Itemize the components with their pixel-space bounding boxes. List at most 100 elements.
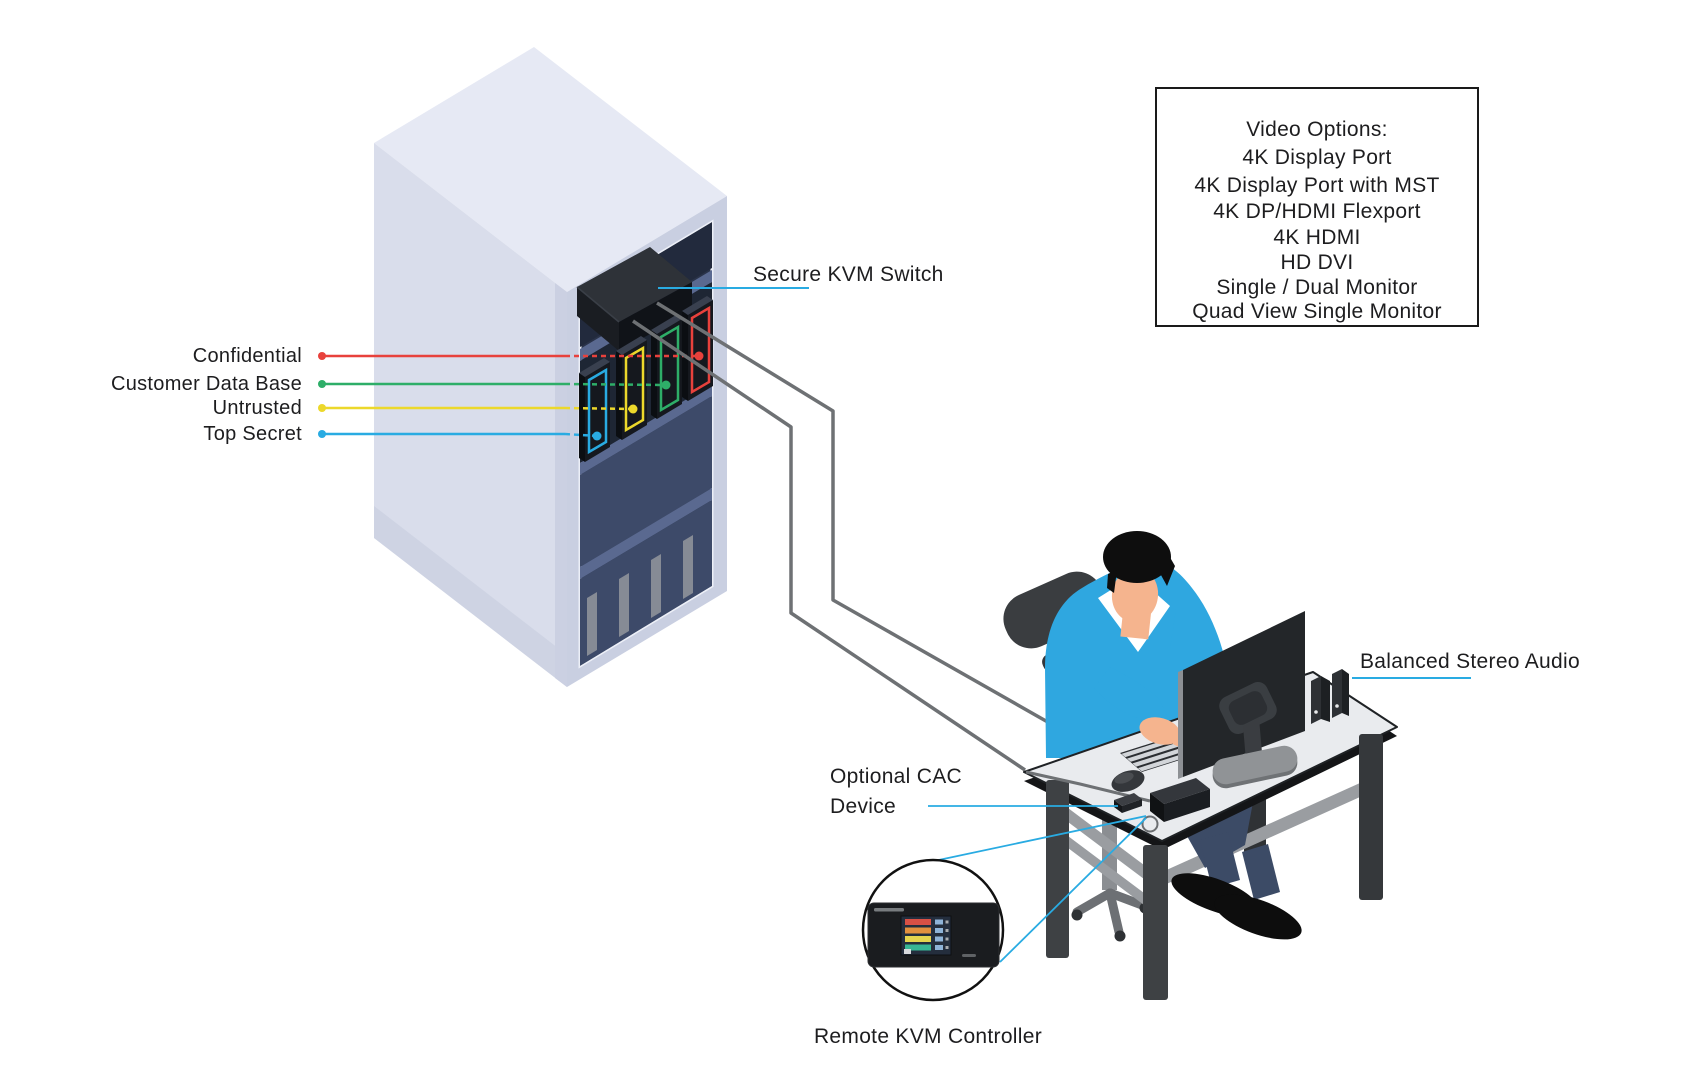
desk-kvm-box-top <box>1150 778 1210 804</box>
controller-chips <box>935 919 943 950</box>
remote-kvm-label: Remote KVM Controller <box>814 1025 1042 1048</box>
controller-home-icon <box>904 949 911 954</box>
port-panel-customer-side <box>651 330 657 419</box>
desk-kvm-box <box>1150 778 1210 822</box>
person-forearm <box>1094 667 1167 724</box>
kvm-switch-top <box>577 247 692 322</box>
person-hair <box>1103 531 1171 583</box>
monitor <box>1178 611 1305 789</box>
chair-wheel <box>1114 930 1126 942</box>
mouse <box>1111 770 1145 792</box>
rack-top-face <box>374 47 727 292</box>
channel-label: Untrusted <box>213 397 302 419</box>
balanced-audio-callout: Balanced Stereo Audio <box>1352 650 1580 679</box>
desk-brace-left-lower <box>1052 824 1148 908</box>
desk-leg-left <box>1046 780 1069 958</box>
port-panel-top-secret-cap <box>579 358 610 377</box>
optional-cac-label-line1: Optional CAC <box>830 765 962 788</box>
rack-unit-b-vents <box>587 535 693 656</box>
cac-card-top <box>1114 793 1142 806</box>
video-option-item: Single / Dual Monitor <box>1216 276 1417 299</box>
kvm-cables <box>632 301 1098 772</box>
optional-cac-label-line2: Device <box>830 795 896 818</box>
video-options-box: Video Options: 4K Display Port 4K Displa… <box>1155 87 1479 327</box>
rack-unit-a <box>580 396 712 567</box>
stereo-speakers <box>1311 669 1349 724</box>
kvm-switch-front <box>577 287 619 351</box>
video-option-item: 4K HDMI <box>1273 226 1360 249</box>
monitor-stand-base <box>1212 745 1298 785</box>
controller-channel-bars <box>905 919 931 951</box>
person-ankle-left <box>1200 832 1240 888</box>
channel-dot <box>318 352 326 360</box>
chair-star-legs <box>1072 888 1147 937</box>
rack-shelf-lip-2 <box>580 384 712 475</box>
speaker-left-side <box>1321 676 1330 722</box>
cac-card-side <box>1122 799 1142 813</box>
port-panel-confidential-outline <box>690 305 711 395</box>
monitor-back-inset-inner <box>1228 691 1268 725</box>
rack-left-face-shadow <box>374 506 567 687</box>
person-sideburn <box>1107 570 1117 593</box>
desk-cable <box>1025 770 1151 803</box>
person-hair-swoosh <box>1156 540 1175 586</box>
video-options-border <box>1155 87 1479 327</box>
desk-kvm-box-front <box>1150 793 1164 822</box>
optional-cac-callout: Optional CAC Device <box>830 765 1118 818</box>
desk-kvm-box-side <box>1164 789 1210 822</box>
port-panel-untrusted-cap <box>616 336 647 355</box>
rack-unit-b <box>580 500 712 666</box>
port-panel-top-secret <box>585 362 610 462</box>
monitor-side-bezel <box>1178 670 1183 779</box>
controller-brand-mark <box>874 908 904 912</box>
channel-line-untrusted-dash <box>564 406 634 411</box>
channel-dot <box>592 431 602 441</box>
kvm-switch-edge <box>576 286 620 323</box>
rack-front-edge <box>555 283 567 687</box>
person-ankle-right <box>1242 844 1280 900</box>
remote-kvm-pointer-line-1 <box>933 815 1147 862</box>
desk-brace-left-upper <box>1052 796 1164 894</box>
remote-kvm-callout: Remote KVM Controller <box>814 815 1147 1048</box>
channel-dot <box>318 380 326 388</box>
secure-kvm-label: Secure KVM Switch <box>753 263 944 286</box>
channel-label: Top Secret <box>203 423 302 445</box>
server-rack <box>374 47 727 687</box>
cable-loop <box>1141 815 1159 833</box>
kvm-switch-side <box>619 282 692 351</box>
kvm-switch-device <box>576 247 692 351</box>
video-option-item: Quad View Single Monitor <box>1192 300 1442 323</box>
speaker-left-front <box>1311 676 1321 724</box>
controller-icons <box>945 920 949 949</box>
desk-leg-right <box>1359 734 1383 900</box>
video-option-item: 4K Display Port <box>1242 146 1391 169</box>
channel-dot <box>694 351 704 361</box>
kvm-cable-upper <box>656 301 1098 752</box>
channel-label: Confidential <box>193 345 302 367</box>
port-panel-customer-outline <box>659 324 680 413</box>
speaker-dot <box>1335 704 1339 708</box>
desk-leg-front <box>1143 845 1168 1000</box>
channel-dot <box>318 430 326 438</box>
speaker-dot <box>1314 710 1318 714</box>
channel-callouts: Confidential Customer Data Base Untruste… <box>111 345 704 445</box>
remote-kvm-pointer-line-2 <box>999 817 1147 963</box>
secure-kvm-callout: Secure KVM Switch <box>658 263 944 289</box>
channel-dot <box>628 404 638 414</box>
speaker-right-front <box>1332 669 1342 718</box>
person-shoe-right <box>1214 894 1302 940</box>
rack-shelf-lip-3 <box>580 488 712 579</box>
port-panel-untrusted <box>622 340 647 440</box>
video-option-item: 4K DP/HDMI Flexport <box>1213 200 1421 223</box>
video-options-title: Video Options: <box>1246 118 1388 141</box>
port-panel-untrusted-outline <box>624 345 645 433</box>
remote-controller-device <box>867 902 1000 968</box>
video-option-item: 4K Display Port with MST <box>1194 174 1439 197</box>
channel-line-customer-dash <box>564 382 667 387</box>
video-option-item: HD DVI <box>1281 251 1354 274</box>
channel-label: Customer Data Base <box>111 373 302 395</box>
balanced-audio-label: Balanced Stereo Audio <box>1360 650 1580 673</box>
channel-dot <box>661 380 671 390</box>
